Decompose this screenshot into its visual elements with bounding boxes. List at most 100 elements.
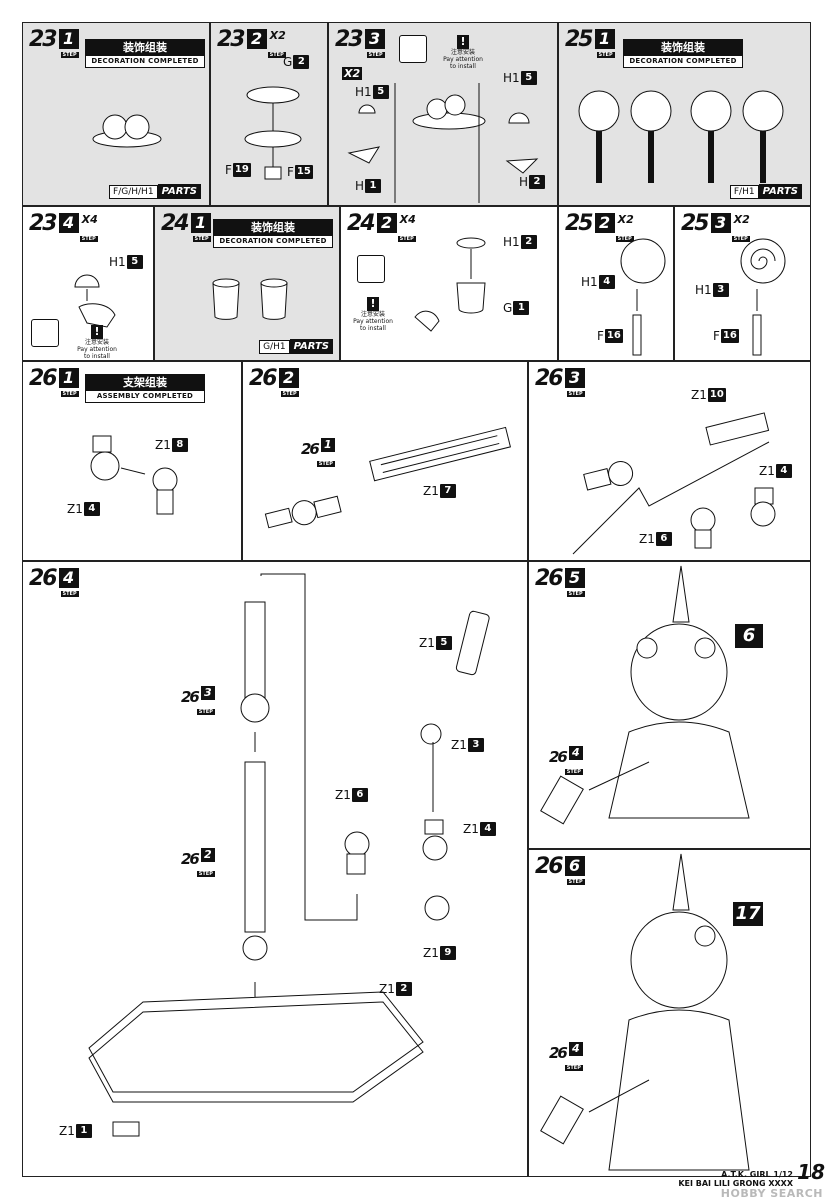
joint-illustration: [90, 435, 178, 515]
figure-callout: 17: [733, 902, 763, 926]
hand-icon: [357, 255, 385, 283]
step-label: STEP: [596, 52, 615, 58]
figure-illustration: [540, 853, 750, 1171]
step-label: STEP: [366, 52, 385, 58]
hand-icon: [31, 319, 59, 347]
step-label: STEP: [615, 236, 634, 242]
plate-illustration: [244, 86, 302, 180]
step-label: STEP: [196, 709, 215, 715]
step-label: STEP: [566, 591, 585, 597]
step-label: STEP: [564, 1065, 583, 1071]
step-label: STEP: [196, 871, 215, 877]
hand-icon: [399, 35, 427, 63]
cup-assembly-illustration: [414, 237, 486, 332]
step-label: STEP: [60, 391, 79, 397]
step-label: STEP: [280, 391, 299, 397]
step-label: STEP: [397, 236, 416, 242]
footer-title: A.T.K. GIRL 1/12 KEI BAI LILI GRONG XXXX: [678, 1170, 793, 1188]
multiplier: X2: [342, 67, 363, 80]
hand-assembly-illustration: [74, 274, 116, 328]
step-label: STEP: [79, 236, 98, 242]
decoration-illustration: [92, 114, 162, 148]
step-label: STEP: [267, 52, 286, 58]
watermark: HOBBY SEARCH: [720, 1187, 823, 1200]
step-label: STEP: [566, 391, 585, 397]
step-label: STEP: [731, 236, 750, 242]
step-label: STEP: [564, 769, 583, 775]
step-label: STEP: [192, 236, 211, 242]
rod-illustration: [264, 426, 512, 529]
figure-illustration: [540, 565, 750, 825]
step-label: STEP: [60, 591, 79, 597]
assembly-illustration: [347, 83, 539, 203]
lollipop-swirl-illustration: [740, 238, 786, 356]
stand-assembly-illustration: [88, 573, 490, 1137]
rod-joint-illustration: [572, 412, 776, 555]
lollipops-illustration: [578, 90, 784, 183]
